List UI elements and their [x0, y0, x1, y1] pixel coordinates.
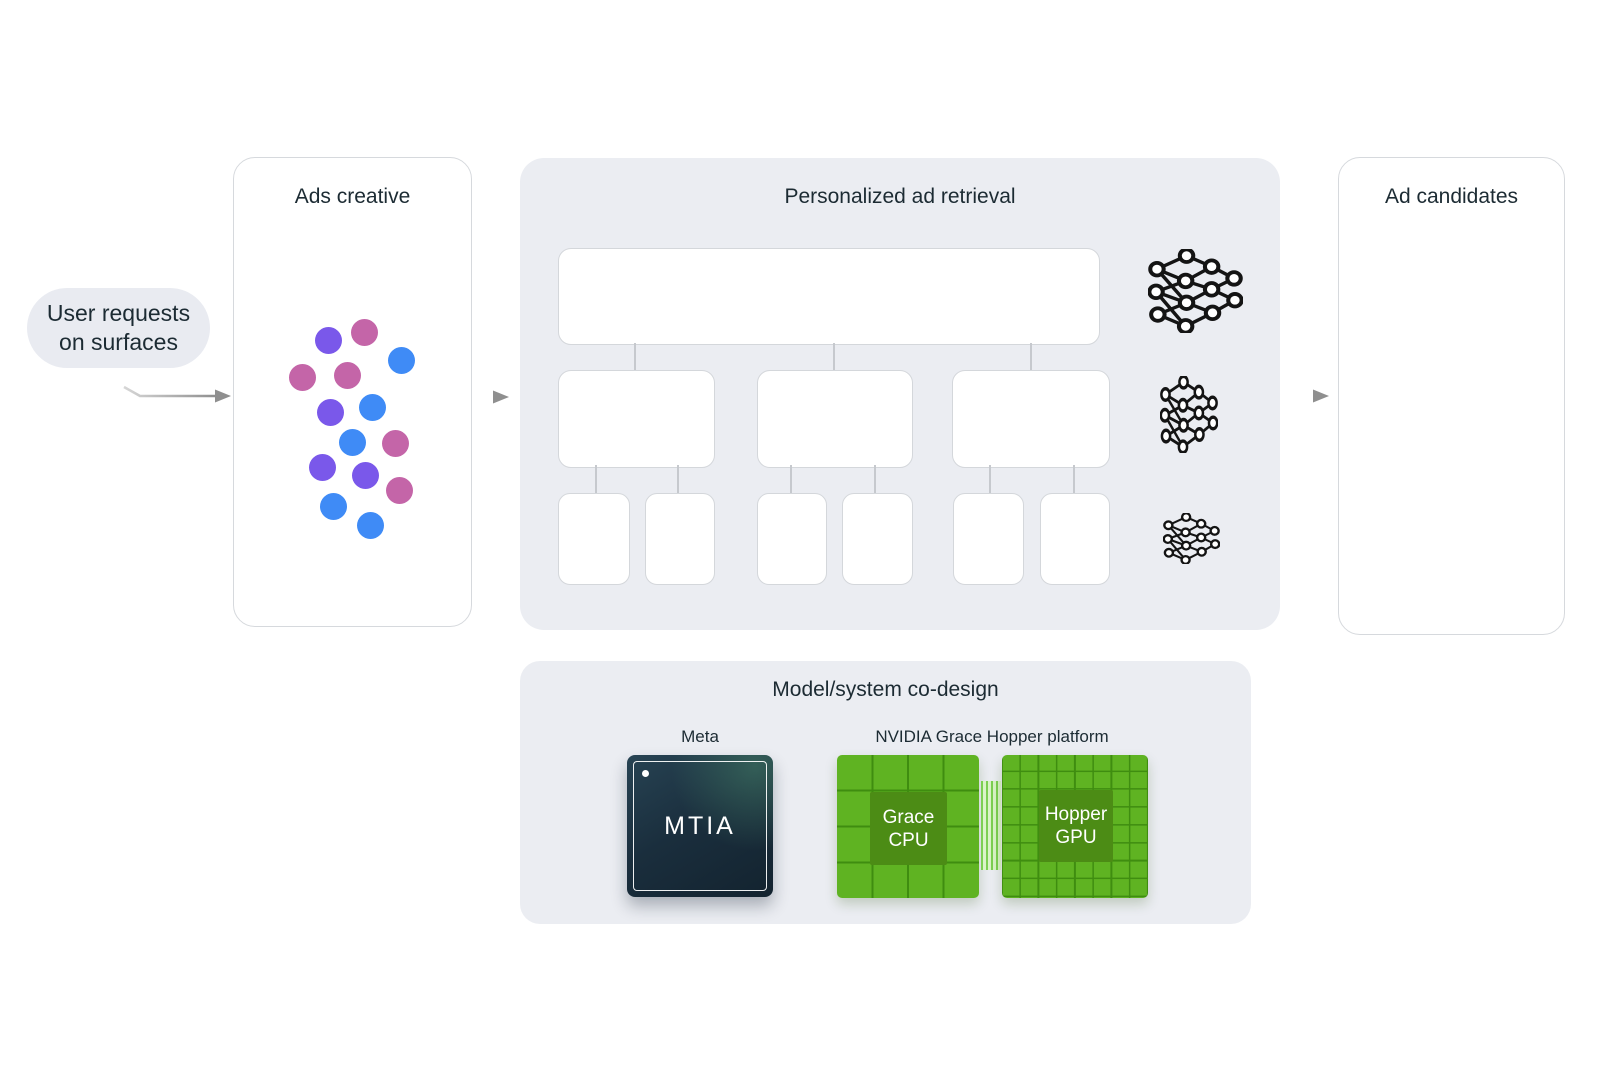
tree-connector	[595, 465, 597, 494]
neural-network-icon-medium	[1160, 376, 1218, 453]
retrieval-title: Personalized ad retrieval	[784, 185, 1016, 208]
arrow-right-icon	[123, 385, 231, 403]
hopper-label-line1: Hopper	[1044, 804, 1108, 825]
retrieval-root-box	[558, 248, 1100, 345]
retrieval-leaf-box	[645, 493, 715, 585]
bubble-text-line2: on surfaces	[59, 329, 178, 355]
user-requests-bubble: User requests on surfaces	[27, 288, 210, 368]
mtia-chip-pin1-dot	[642, 770, 649, 777]
retrieval-leaf-box	[953, 493, 1024, 585]
tree-connector	[1030, 343, 1032, 371]
retrieval-leaf-box	[757, 493, 827, 585]
meta-label: Meta	[681, 727, 719, 746]
retrieval-leaf-box	[1040, 493, 1110, 585]
hopper-gpu-core: Hopper GPU	[1039, 790, 1113, 862]
tree-connector	[677, 465, 679, 494]
tree-connector	[790, 465, 792, 494]
mtia-chip: MTIA	[627, 755, 773, 897]
hopper-gpu-chip: Hopper GPU	[1002, 755, 1148, 898]
retrieval-mid-box	[952, 370, 1110, 468]
grace-label-line1: Grace	[882, 806, 935, 828]
codesign-title: Model/system co-design	[772, 678, 999, 701]
grace-cpu-core: Grace CPU	[870, 792, 947, 865]
retrieval-mid-box	[757, 370, 913, 468]
tree-connector	[989, 465, 991, 494]
tree-connector	[874, 465, 876, 494]
ads-creative-title: Ads creative	[294, 185, 411, 208]
tree-connector	[1073, 465, 1075, 494]
bubble-text-line1: User requests	[46, 300, 191, 326]
retrieval-mid-box	[558, 370, 715, 468]
hopper-label-line2: GPU	[1055, 827, 1097, 848]
nvidia-platform-label: NVIDIA Grace Hopper platform	[875, 727, 1109, 746]
tree-connector	[833, 343, 835, 371]
arrow-right-icon	[436, 390, 509, 404]
grace-label-line2: CPU	[888, 829, 929, 851]
neural-network-icon-small	[1163, 513, 1220, 564]
retrieval-leaf-box	[842, 493, 913, 585]
ad-candidates-card: Ad candidates	[1338, 157, 1565, 635]
mtia-chip-label: MTIA	[664, 811, 736, 840]
arrow-right-icon	[1228, 389, 1329, 403]
mtia-chip-inner-border	[633, 761, 767, 891]
tree-connector	[634, 343, 636, 371]
ad-candidates-title: Ad candidates	[1384, 185, 1519, 208]
grace-cpu-chip: Grace CPU	[837, 755, 979, 898]
nvlink-connection	[981, 781, 1001, 870]
ads-creative-card: Ads creative	[233, 157, 472, 627]
retrieval-leaf-box	[558, 493, 630, 585]
neural-network-icon-large	[1148, 249, 1243, 333]
